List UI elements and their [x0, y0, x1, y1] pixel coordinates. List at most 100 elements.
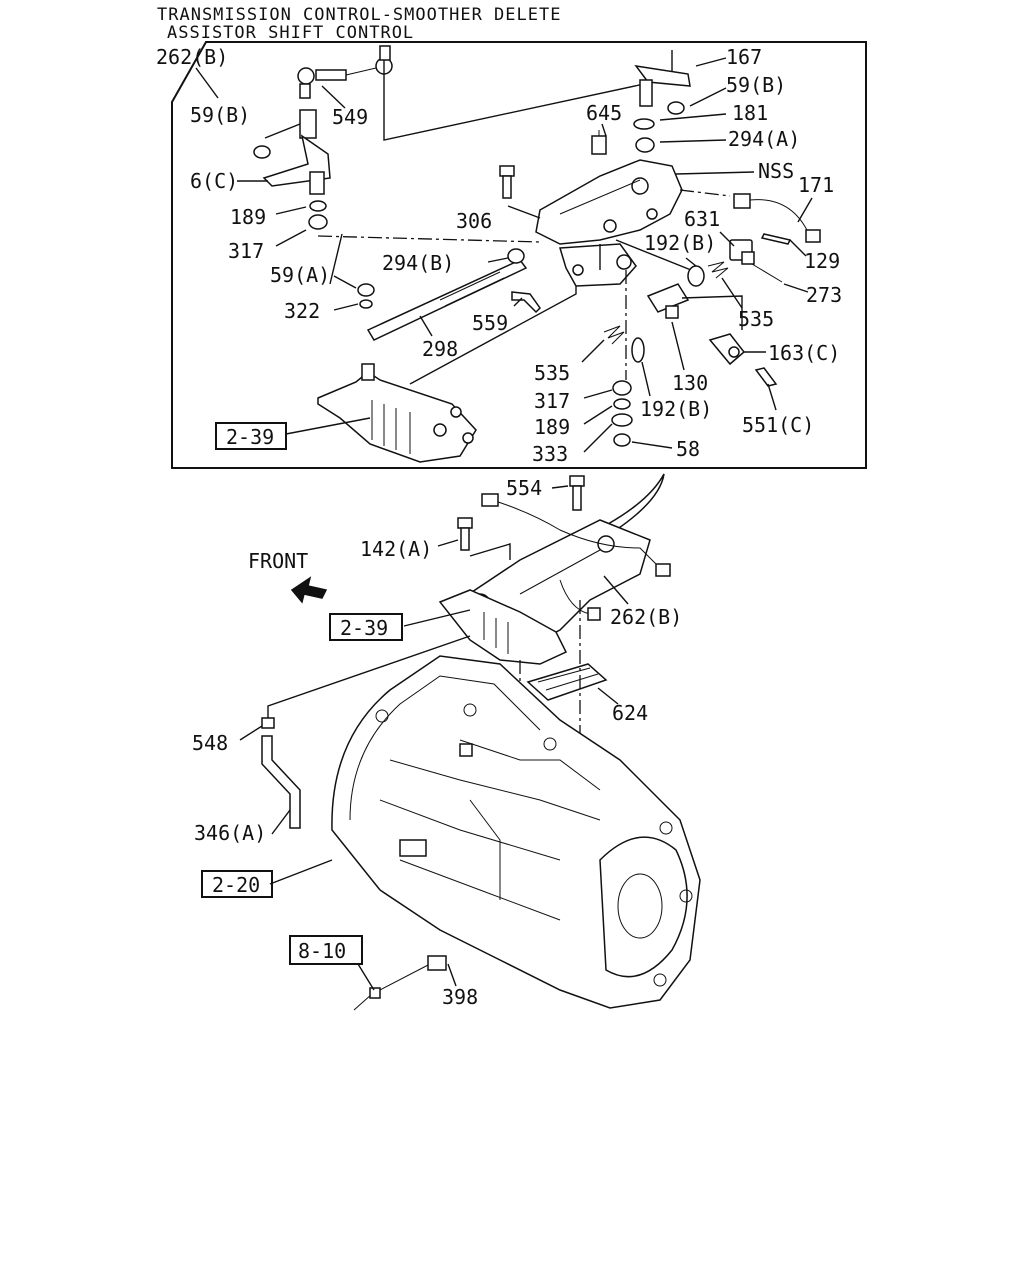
leader-129 — [789, 239, 807, 257]
leader-294a — [659, 139, 727, 143]
leader-59b-right — [689, 87, 727, 107]
front-arrow-icon — [290, 576, 328, 604]
washer-181 — [633, 118, 655, 130]
leader-398 — [447, 963, 457, 987]
bushing-317-top — [308, 214, 328, 230]
washer-192b-top — [687, 265, 705, 287]
leader-559 — [513, 297, 523, 307]
leader-554 — [551, 485, 569, 489]
ref-box-239-top[interactable] — [215, 422, 287, 450]
bolt-142a — [457, 517, 473, 551]
bushing-317-bottom — [612, 380, 632, 396]
leader-192b-bottom — [641, 361, 651, 397]
callout-631: 631 — [684, 207, 720, 231]
ref-239-bottom[interactable]: 2-39 — [340, 616, 388, 640]
arrow-to-detail — [606, 473, 665, 531]
leader-333 — [583, 423, 613, 453]
leader-262b-top — [195, 67, 219, 99]
callout-549: 549 — [332, 105, 368, 129]
lever-6c — [262, 109, 331, 195]
spring-535-left — [603, 325, 625, 345]
callout-322: 322 — [284, 299, 320, 323]
leader-551c — [767, 383, 777, 411]
callout-6c: 6(C) — [190, 169, 238, 193]
fitting-548 — [261, 717, 275, 729]
detail-box — [171, 41, 867, 469]
bushing-294a — [635, 137, 655, 153]
callout-551c: 551(C) — [742, 413, 814, 437]
pin-273 — [751, 263, 783, 283]
shift-block-assembly-top — [317, 363, 477, 463]
leader-549 — [321, 85, 346, 109]
ref-220[interactable]: 2-20 — [212, 873, 260, 897]
callout-130: 130 — [672, 371, 708, 395]
bushing-294b — [507, 248, 525, 264]
pin-551c — [754, 367, 778, 387]
ref-box-220[interactable] — [201, 870, 273, 898]
leader-262b-bottom — [603, 575, 629, 605]
leader-273 — [783, 283, 809, 293]
guide-line-plate — [409, 286, 577, 385]
leader-645 — [601, 123, 607, 137]
guide-line-163c — [681, 295, 743, 330]
spring-535-right — [707, 261, 729, 279]
callout-192b-top: 192(B) — [644, 231, 716, 255]
linkage-rod-549 — [297, 45, 393, 99]
ref-239-top[interactable]: 2-39 — [226, 425, 274, 449]
ref-box-810[interactable] — [289, 935, 363, 965]
elbow-559 — [511, 291, 541, 314]
guide-line-59a — [329, 233, 343, 285]
callout-306: 306 — [456, 209, 492, 233]
callout-129: 129 — [804, 249, 840, 273]
guide-line-167 — [383, 50, 673, 141]
callout-192b-bottom: 192(B) — [640, 397, 712, 421]
washer-333 — [611, 413, 633, 427]
nut-59b-right — [667, 101, 685, 115]
leader-548 — [239, 725, 263, 741]
callout-346a: 346(A) — [194, 821, 266, 845]
callout-273: 273 — [806, 283, 842, 307]
shaft-298 — [366, 259, 528, 341]
leader-298 — [419, 315, 433, 337]
bolt-306 — [499, 165, 515, 199]
leader-535-right — [721, 277, 743, 309]
centerline-171 — [679, 189, 731, 197]
leader-189-bottom — [583, 405, 613, 425]
shift-block-assembly-bottom — [438, 589, 568, 665]
callout-298: 298 — [422, 337, 458, 361]
leader-317-top — [275, 229, 307, 247]
leader-58 — [631, 441, 673, 449]
leader-317-bottom — [583, 389, 613, 399]
bolt-554 — [569, 475, 585, 511]
callout-163c: 163(C) — [768, 341, 840, 365]
ref-box-239-bottom[interactable] — [329, 613, 403, 641]
callout-294b: 294(B) — [382, 251, 454, 275]
callout-189-top: 189 — [230, 205, 266, 229]
connector-631 — [729, 239, 755, 265]
diagram-title-line1: TRANSMISSION CONTROL-SMOOTHER DELETE — [157, 5, 561, 25]
leader-810 — [357, 963, 375, 991]
callout-167: 167 — [726, 45, 762, 69]
callout-398: 398 — [442, 985, 478, 1009]
diagram-title-line2: ASSISTOR SHIFT CONTROL — [167, 23, 414, 43]
callout-624: 624 — [612, 701, 648, 725]
callout-181: 181 — [732, 101, 768, 125]
callout-554: 554 — [506, 476, 542, 500]
lever-163c — [708, 333, 746, 366]
sensor-171 — [733, 193, 821, 243]
callout-333: 333 — [532, 442, 568, 466]
leader-nss — [675, 171, 755, 175]
callout-535-right: 535 — [738, 307, 774, 331]
ref-810[interactable]: 8-10 — [298, 939, 346, 963]
bracket-plate — [559, 243, 637, 287]
callout-645: 645 — [586, 101, 622, 125]
leader-294b — [487, 257, 509, 263]
callout-559: 559 — [472, 311, 508, 335]
callout-535-left: 535 — [534, 361, 570, 385]
leader-130 — [671, 321, 685, 371]
ring-189-top — [309, 200, 327, 212]
callout-262b-bottom: 262(B) — [610, 605, 682, 629]
callout-548: 548 — [192, 731, 228, 755]
centerline-317 — [317, 235, 541, 243]
cover-624 — [526, 663, 608, 701]
